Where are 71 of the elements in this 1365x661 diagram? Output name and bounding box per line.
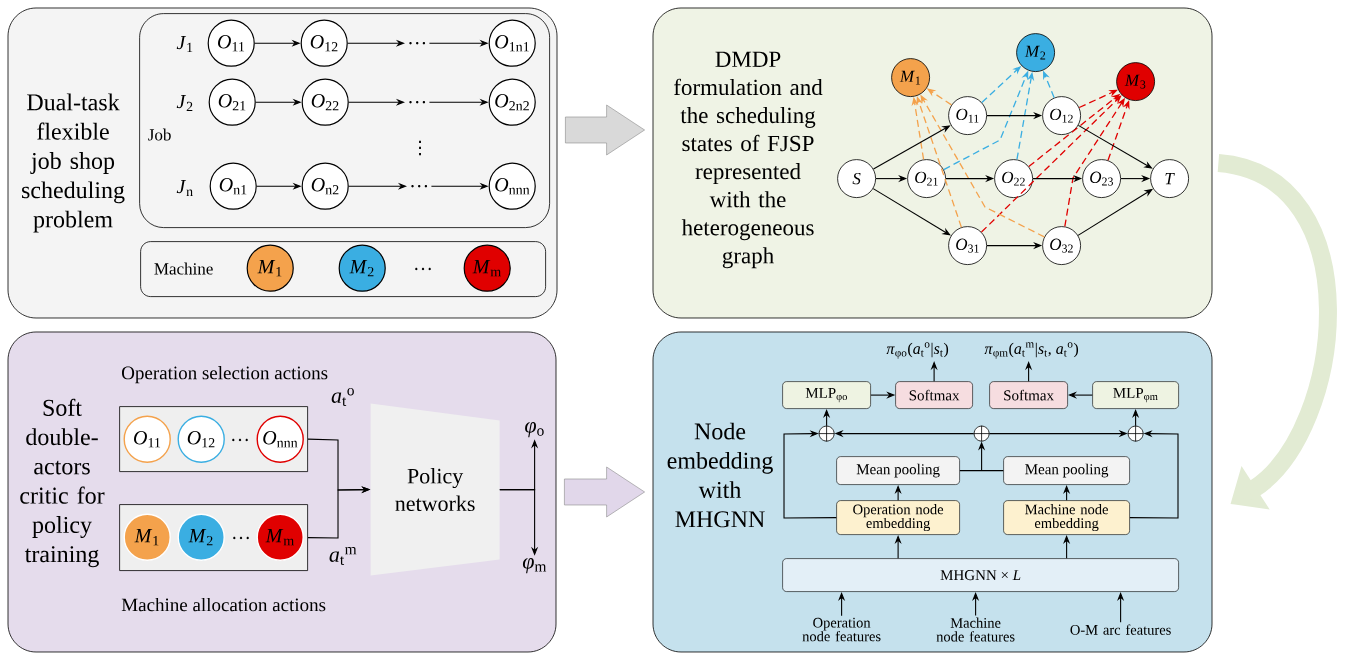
machine-node: M$_{1}$ <box>891 58 930 97</box>
graph-node: O$_{31}$ <box>948 226 987 265</box>
pooling-box: Mean pooling <box>1003 456 1130 485</box>
softmax-box: Softmax <box>895 381 973 409</box>
ellipsis: … <box>411 185 428 188</box>
machine-node: M$_{1}$ <box>123 513 171 561</box>
graph-node: O$_{12}$ <box>1042 96 1081 135</box>
operation-node: O$_{1n1}$ <box>488 19 536 67</box>
mhgnn-box: MHGNN × L <box>782 558 1179 592</box>
operation-node: O$_{22}$ <box>301 78 349 126</box>
machine-node: M$_{m}$ <box>256 513 304 561</box>
feature-label: Operation node features <box>802 617 881 642</box>
sum-circle <box>818 425 835 442</box>
operation-node: O$_{nnn}$ <box>256 415 304 463</box>
arrow <box>1129 430 1179 519</box>
operation-node: O$_{21}$ <box>208 78 256 126</box>
embedding-box: Machine node embedding <box>1003 500 1130 535</box>
operation-node: O$_{12}$ <box>177 415 225 463</box>
arrow <box>783 430 837 519</box>
sum-circle <box>1127 425 1144 442</box>
ellipsis: … <box>233 536 249 540</box>
output-symbol: φ$_{o}$ <box>525 422 544 438</box>
ellipsis: ⋮ <box>419 140 421 156</box>
feature-label: Machine node features <box>936 617 1015 642</box>
machine-node: M$_{2}$ <box>177 513 225 561</box>
ellipsis: … <box>232 438 248 442</box>
machine-node: M$_{1}$ <box>246 244 294 292</box>
node-label: Operation selection actions <box>121 365 328 384</box>
job-label: J$_{1}$ <box>176 35 193 53</box>
arrow <box>1077 124 1153 169</box>
mlp-box: MLP$_{φo}$ <box>782 381 871 409</box>
arrow <box>872 188 951 236</box>
policy-formula: π$_{φo}$(a$_{t}$$^{o}$|s$_{t}$) <box>886 342 949 359</box>
operation-node: O$_{n1}$ <box>209 162 257 210</box>
block-arrow <box>565 104 645 156</box>
mlp-box: MLP$_{φm}$ <box>1092 381 1179 409</box>
policy-formula: π$_{φm}$(a$_{t}$$^{m}$|s$_{t}$, a$_{t}$$^{o}$) <box>984 342 1079 359</box>
graph-node: T <box>1150 159 1189 198</box>
output-symbol: φ$_{m}$ <box>522 558 547 574</box>
graph-node: O$_{21}$ <box>907 159 946 198</box>
graph-node: O$_{23}$ <box>1082 159 1121 198</box>
graph-node: O$_{11}$ <box>948 96 987 135</box>
job-label: J$_{2}$ <box>176 94 193 112</box>
sum-circle <box>973 425 990 442</box>
dashed-arrow <box>980 95 1122 233</box>
operation-node: O$_{n2}$ <box>301 162 349 210</box>
machine-node: M$_{3}$ <box>1116 62 1155 101</box>
node-label: Machine allocation actions <box>121 597 326 612</box>
operation-node: O$_{12}$ <box>300 19 348 67</box>
operation-node: O$_{nnn}$ <box>488 162 536 210</box>
operation-node: O$_{2n2}$ <box>488 78 536 126</box>
edge-label: a$_{t}$m <box>329 546 357 565</box>
pooling-box: Mean pooling <box>836 456 960 485</box>
feature-label: O-M arc features <box>1070 624 1171 635</box>
graph-node: O$_{32}$ <box>1042 226 1081 265</box>
ellipsis: … <box>415 267 431 271</box>
ellipsis: … <box>409 101 426 104</box>
embedding-box: Operation node embedding <box>836 500 960 535</box>
graph-node: O$_{22}$ <box>994 159 1033 198</box>
block-arrow <box>564 466 645 518</box>
ellipsis: … <box>409 42 426 45</box>
machine-node: M$_{2}$ <box>338 244 386 292</box>
edge-label: a$_{t}$o <box>331 387 354 406</box>
softmax-box: Softmax <box>989 381 1068 409</box>
graph-node: S <box>837 159 876 198</box>
machine-node: M$_{2}$ <box>1016 33 1055 72</box>
block-arrow <box>1216 154 1337 510</box>
job-label: J$_{n}$ <box>176 179 193 197</box>
operation-node: O$_{11}$ <box>207 19 255 67</box>
machine-node: M$_{m}$ <box>463 244 511 292</box>
operation-node: O$_{11}$ <box>123 415 171 463</box>
